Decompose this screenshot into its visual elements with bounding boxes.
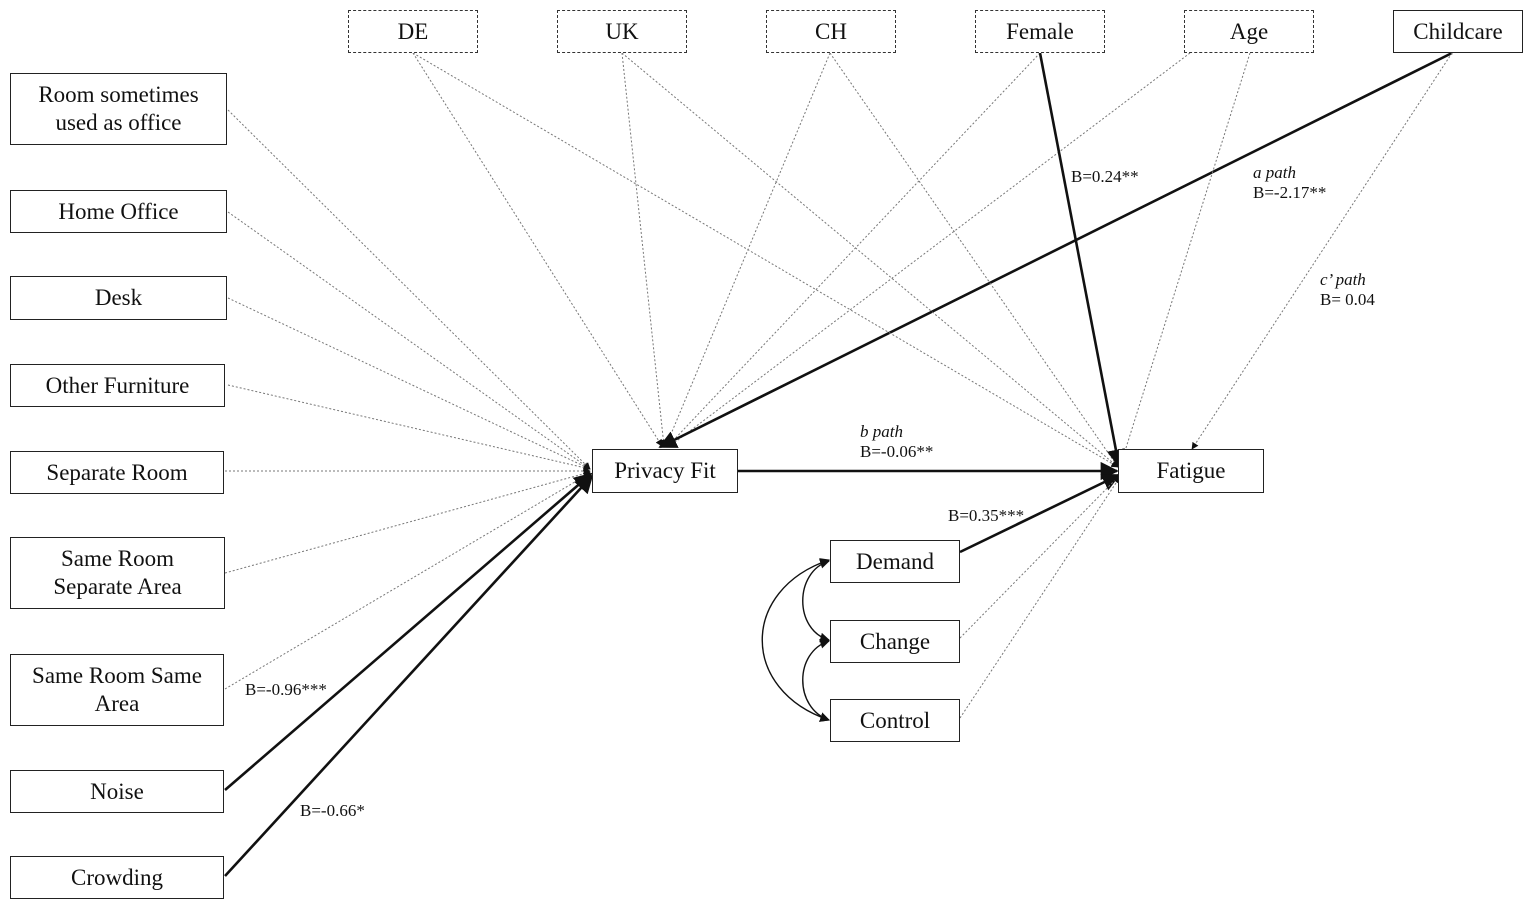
node-same-room-same-area: Same Room Same Area: [10, 654, 224, 726]
cov-demand-control: [761, 558, 830, 722]
node-same-room-separate-area: Same Room Separate Area: [10, 537, 225, 609]
edge-control-fatigue: [959, 476, 1121, 719]
label-female-fatigue: B=0.24**: [1071, 167, 1139, 187]
label-crowding-privacy: B=-0.66*: [300, 801, 365, 821]
node-desk: Desk: [10, 276, 227, 320]
edge-de-fatigue: [412, 52, 1119, 468]
node-demand: Demand: [830, 540, 960, 583]
node-room-sometimes-used-as-office: Room sometimes used as office: [10, 73, 227, 145]
label-b-path-name: b path: [860, 422, 903, 441]
edge-desk-privacy: [227, 297, 591, 470]
node-ch: CH: [766, 10, 896, 53]
node-separate-room: Separate Room: [10, 451, 224, 494]
edge-uk-fatigue: [621, 52, 1119, 468]
edge-ch-fatigue: [829, 52, 1119, 468]
label-b-path-coef: B=-0.06**: [860, 442, 934, 461]
cov-demand-change: [802, 558, 830, 643]
label-female-fatigue-coef: B=0.24**: [1071, 167, 1139, 186]
edge-uk-privacy: [621, 52, 667, 447]
edge-age-privacy: [669, 52, 1191, 447]
label-b-path: b path B=-0.06**: [860, 422, 933, 462]
edge-change-fatigue: [959, 475, 1120, 639]
node-home-office: Home Office: [10, 190, 227, 233]
edge-other-furniture-privacy: [227, 384, 591, 471]
node-uk: UK: [557, 10, 687, 53]
edge-female-fatigue: [1038, 52, 1125, 468]
node-privacy-fit: Privacy Fit: [592, 449, 738, 493]
edge-home-office-privacy: [227, 211, 591, 470]
edge-de-privacy: [412, 52, 663, 447]
node-fatigue: Fatigue: [1118, 449, 1264, 493]
label-demand-fatigue: B=0.35***: [948, 506, 1024, 526]
edge-demand-fatigue: [959, 473, 1121, 554]
label-a-path-name: a path: [1253, 163, 1296, 182]
edge-same-room-same-area-privacy: [224, 472, 591, 690]
cov-change-control: [802, 638, 830, 722]
label-a-path-coef: B=-2.17**: [1253, 183, 1327, 202]
node-noise: Noise: [10, 770, 224, 813]
edge-childcare-privacy: [658, 51, 1453, 449]
edge-age-fatigue: [1118, 52, 1251, 468]
edge-crowding-privacy: [224, 474, 594, 877]
edge-childcare-fatigue: [1191, 52, 1453, 450]
label-crowding-privacy-coef: B=-0.66*: [300, 801, 365, 820]
label-c-path: c’ path B= 0.04: [1320, 270, 1375, 310]
node-de: DE: [348, 10, 478, 53]
label-demand-fatigue-coef: B=0.35***: [948, 506, 1025, 525]
label-c-path-name: c’ path: [1320, 270, 1366, 289]
node-change: Change: [830, 620, 960, 663]
node-childcare: Childcare: [1393, 10, 1523, 53]
node-other-furniture: Other Furniture: [10, 364, 225, 407]
node-control: Control: [830, 699, 960, 742]
edge-same-room-separate-area-privacy: [224, 470, 591, 574]
label-a-path: a path B=-2.17**: [1253, 163, 1326, 203]
edge-room-sometimes-privacy: [227, 109, 591, 470]
node-female: Female: [975, 10, 1105, 53]
label-noise-privacy-coef: B=-0.96***: [245, 680, 327, 699]
label-noise-privacy: B=-0.96***: [245, 680, 327, 700]
node-crowding: Crowding: [10, 856, 224, 899]
edge-female-privacy: [667, 52, 1041, 447]
node-age: Age: [1184, 10, 1314, 53]
label-c-path-coef: B= 0.04: [1320, 290, 1375, 309]
edge-noise-privacy: [224, 472, 593, 791]
